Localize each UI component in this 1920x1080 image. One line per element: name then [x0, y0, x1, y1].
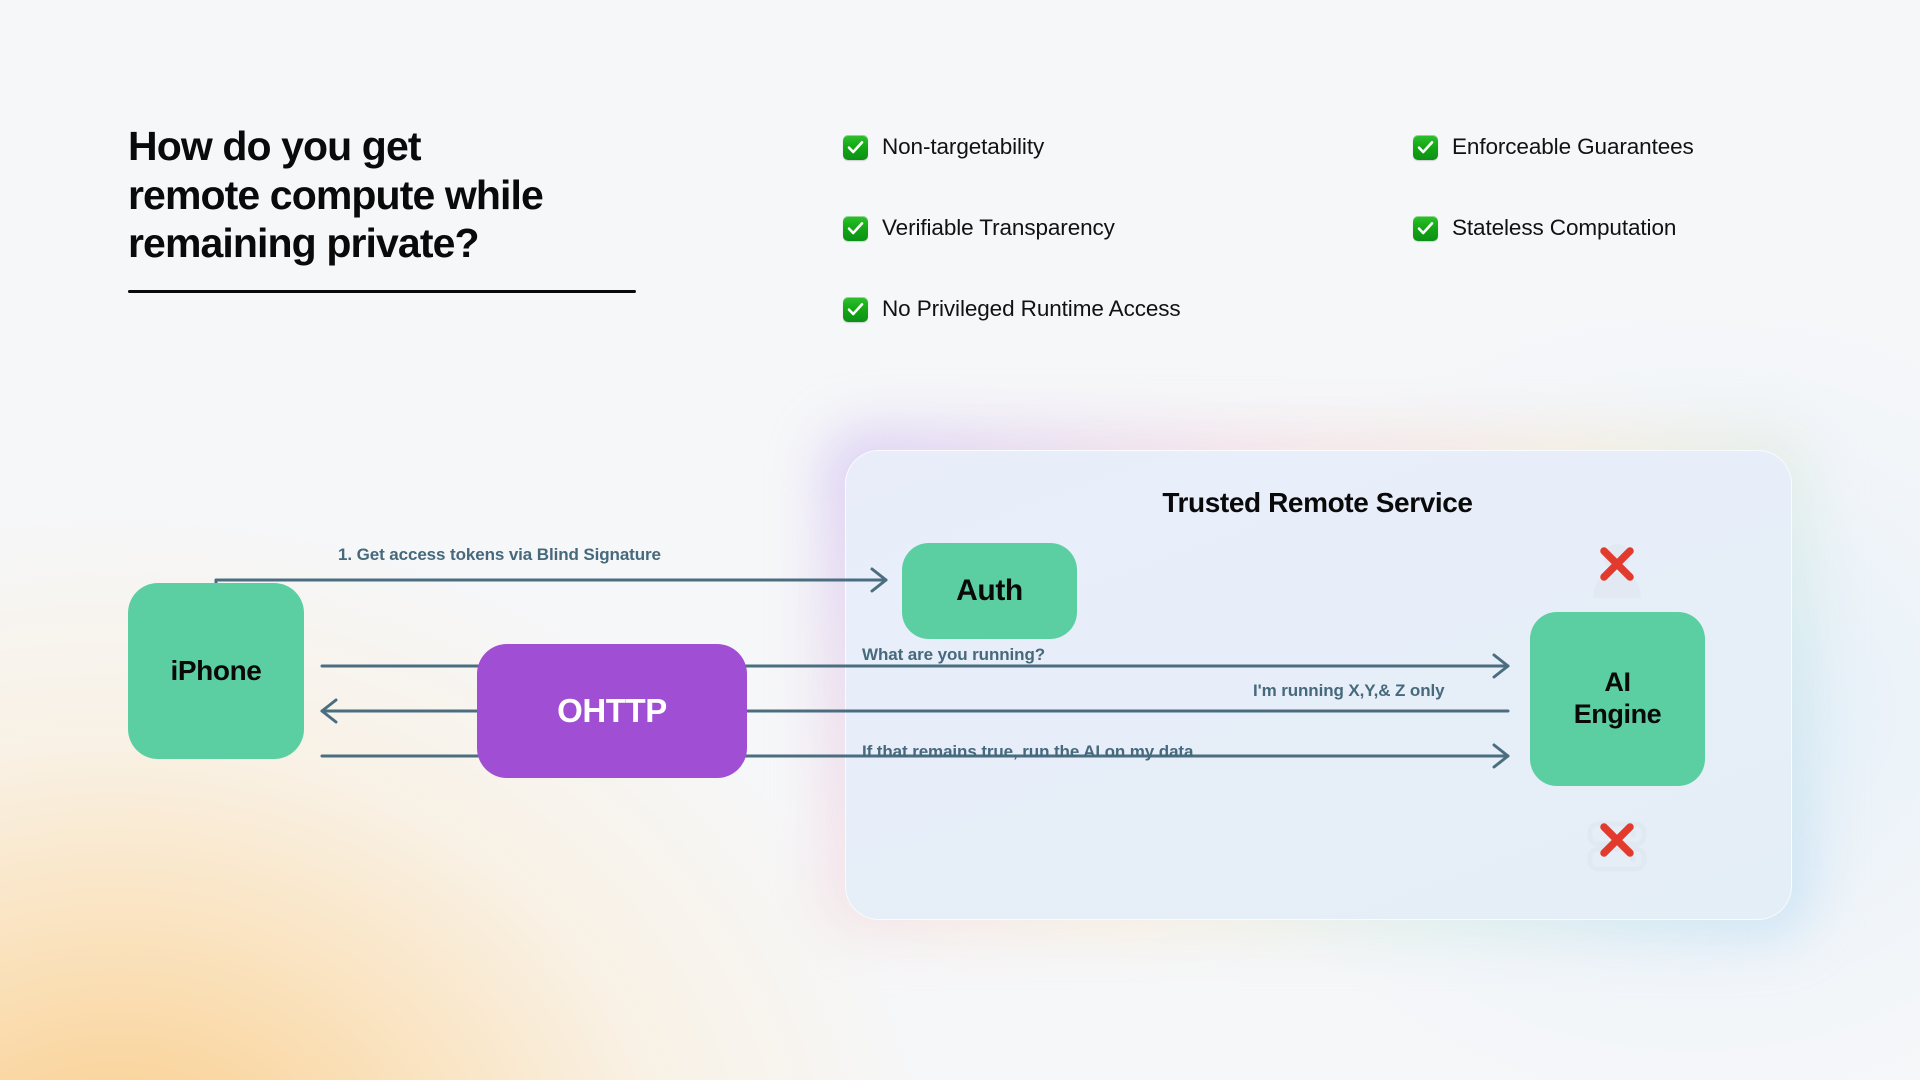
arrowhead-im-running	[320, 698, 338, 724]
trusted-remote-service-title: Trusted Remote Service	[1162, 487, 1473, 518]
node-ohttp[interactable]: OHTTP	[477, 644, 747, 778]
checklist-item-label: Non-targetability	[882, 134, 1045, 159]
title-underline-rule	[128, 289, 636, 293]
checklist-item-no-privileged-runtime-access: No Privileged Runtime Access	[843, 292, 1181, 326]
node-ai-engine[interactable]: AI Engine	[1530, 612, 1705, 786]
green-check-badge-icon	[843, 215, 868, 241]
green-check-badge-icon	[843, 134, 868, 160]
user-silhouette-blocked-icon	[1583, 536, 1651, 604]
page-title: How do you get remote compute while rema…	[128, 123, 544, 267]
red-x-icon	[1600, 823, 1634, 857]
checklist-item-label: No Privileged Runtime Access	[882, 296, 1181, 321]
checklist-item-non-targetability: Non-targetability	[843, 130, 1181, 164]
green-check-badge-icon	[843, 296, 868, 322]
headline-block: How do you get remote compute while rema…	[128, 122, 688, 293]
node-iphone[interactable]: iPhone	[128, 583, 304, 759]
server-stack-blocked-icon	[1583, 812, 1651, 880]
checklist-item-label: Enforceable Guarantees	[1452, 134, 1694, 159]
checklist-column-right: Enforceable Guarantees Stateless Computa…	[1413, 130, 1694, 292]
flow-label-what-running: What are you running?	[862, 645, 1046, 664]
node-auth[interactable]: Auth	[902, 543, 1077, 639]
red-x-icon	[1600, 547, 1634, 581]
checklist-column-left: Non-targetability Verifiable Transparenc…	[843, 130, 1181, 373]
checklist-item-stateless-computation: Stateless Computation	[1413, 211, 1694, 245]
green-check-badge-icon	[1413, 215, 1438, 241]
flow-label-blind-signature: 1. Get access tokens via Blind Signature	[338, 545, 661, 564]
flow-label-if-that-remains-true: If that remains true, run the AI on my d…	[862, 742, 1194, 761]
flow-label-im-running: I'm running X,Y,& Z only	[1253, 681, 1445, 700]
checklist-item-enforceable-guarantees: Enforceable Guarantees	[1413, 130, 1694, 164]
checklist-item-label: Verifiable Transparency	[882, 215, 1115, 240]
connector-blind-signature	[214, 578, 888, 605]
checklist-item-label: Stateless Computation	[1452, 215, 1677, 240]
green-check-badge-icon	[1413, 134, 1438, 160]
checklist-item-verifiable-transparency: Verifiable Transparency	[843, 211, 1181, 245]
